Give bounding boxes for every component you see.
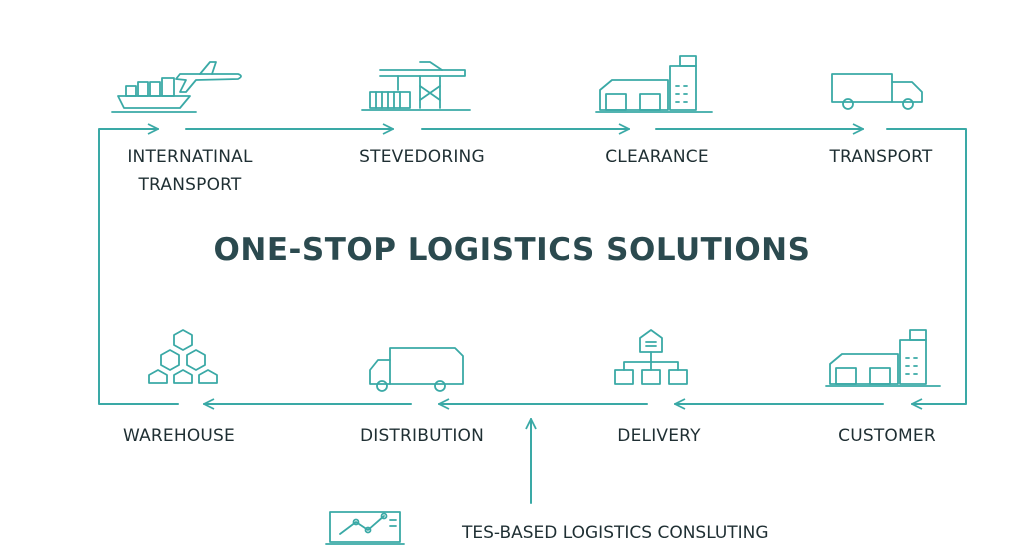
flow-line-right-loop — [886, 128, 967, 404]
customer-building-icon — [825, 329, 941, 387]
label-customer: CUSTOMER — [838, 426, 936, 446]
truck-icon — [831, 73, 923, 110]
diagram-title: ONE-STOP LOGISTICS SOLUTIONS — [213, 232, 811, 268]
delivery-truck-icon — [369, 347, 464, 392]
label-distribution: DISTRIBUTION — [359, 426, 485, 446]
label-clearance: CLEARANCE — [605, 147, 709, 167]
label-stevedoring: STEVEDORING — [359, 147, 485, 167]
label-transport: TRANSPORT — [829, 147, 933, 167]
flow-line-left-loop — [98, 129, 179, 405]
port-crane-icon — [361, 61, 471, 111]
ship-plane-icon — [111, 61, 242, 113]
customs-building-icon — [595, 55, 713, 113]
analytics-chart-icon — [325, 511, 405, 545]
label-warehouse: WAREHOUSE — [122, 426, 235, 446]
label-delivery: DELIVERY — [617, 426, 701, 446]
consulting-label: TES-BASED LOGISTICS CONSLUTING — [462, 523, 769, 543]
hexagon-stack-icon — [148, 329, 218, 384]
label-international-transport: INTERNATINAL TRANSPORT — [127, 147, 253, 195]
distribution-tree-icon — [614, 329, 688, 385]
